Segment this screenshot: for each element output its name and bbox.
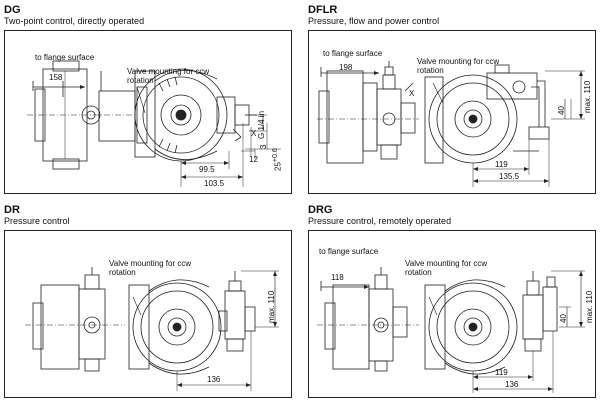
flange-label: to flange surface [35,53,95,62]
dim-40: 40 [559,314,568,323]
panel-dflr: DFLR Pressure, flow and power control [308,4,598,194]
port-x-label: X [251,129,257,138]
flange-label: to flange surface [319,247,379,256]
dim-max-110: max. 110 [585,290,594,323]
dim-max-110: max. 110 [267,290,276,323]
port-x-label: X [409,89,415,98]
dim-12: 12 [249,155,258,164]
drawing-frame: to flange surface 118 Valve mounting for… [308,230,596,398]
pump-drawing-dr [25,267,279,391]
pump-drawing-dflr [317,61,585,187]
panel-dg: DG Two-point control, directly operated [4,4,294,194]
panel-subtitle: Two-point control, directly operated [4,16,145,26]
flange-dimension: 158 [49,73,63,82]
pump-drawing-dg [27,60,281,187]
panel-title: DG [4,4,21,16]
dim-25: 25+0.6 [271,148,283,171]
drawing-frame: to flange surface 198 Valve mounting for… [308,30,596,194]
dim-3: 3 [259,144,268,149]
panel-title: DFLR [308,4,338,16]
valve-mounting-label: Valve mounting for ccw rotation [127,67,210,85]
valve-mounting-label: Valve mounting for ccw rotation [405,259,488,277]
drawing-frame: to flange surface 158 Valve mounting for… [4,30,292,194]
panel-dr: DR Pressure control [4,204,294,398]
drawing-frame: Valve mounting for ccw rotation 136 max.… [4,230,292,398]
flange-label: to flange surface [323,49,383,58]
flange-dimension: 198 [339,63,353,72]
panel-title: DRG [308,204,333,216]
pump-drawing-drg [317,267,585,393]
dim-25-tolerance: +0.6 [272,148,279,163]
panel-drg: DRG Pressure control, remotely operated [308,204,598,398]
panel-subtitle: Pressure, flow and power control [308,16,440,26]
dim-max-110: max. 110 [583,80,592,113]
panel-title: DR [4,204,20,216]
dim-40: 40 [557,106,566,115]
panel-subtitle: Pressure control [4,216,70,226]
dim-136: 136 [207,375,221,384]
dim-25-value: 25 [273,162,283,171]
valve-mounting-label: Valve mounting for ccw rotation [109,259,192,277]
dim-103-5: 103.5 [204,179,225,188]
dim-136: 136 [505,380,519,389]
dim-135-5: 135.5 [499,172,520,181]
dim-thread: G 1/4 in [257,110,266,139]
panel-subtitle: Pressure control, remotely operated [308,216,452,226]
dim-99-5: 99.5 [199,165,215,174]
dim-119: 119 [495,160,508,169]
dim-119: 119 [495,368,508,377]
flange-dimension: 118 [331,273,344,282]
valve-mounting-label: Valve mounting for ccw rotation [417,57,500,75]
